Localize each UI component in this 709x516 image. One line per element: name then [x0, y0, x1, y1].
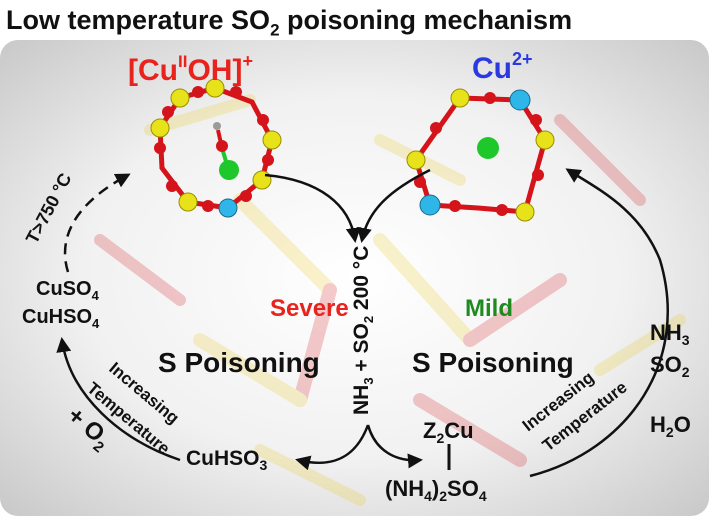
mechanism-diagram: [CuIIOH]+ Cu2+ Severe S Poisoning Mild S…	[0, 40, 709, 516]
s-poisoning-right-label: S Poisoning	[412, 347, 574, 378]
diagram-panel: [CuIIOH]+ Cu2+ Severe S Poisoning Mild S…	[0, 40, 709, 516]
s-poisoning-left-label: S Poisoning	[158, 347, 320, 378]
center-to-z2cu-arrow	[366, 424, 423, 469]
severe-label: Severe	[270, 295, 349, 322]
cuoh-to-center-arrow	[264, 173, 361, 243]
background	[0, 40, 709, 516]
al-atom	[218, 198, 238, 218]
cuhso3-to-cuso4-arrow	[56, 337, 181, 462]
cuso4-label: CuSO4	[36, 278, 100, 303]
cu2-label: Cu2+	[472, 49, 533, 85]
arrows	[56, 168, 669, 478]
cu2-to-center-arrow	[357, 168, 431, 243]
cu-atom	[477, 137, 499, 159]
cu2-ring	[406, 88, 555, 222]
oh-oxygen-atom	[216, 140, 228, 152]
cuhso4-label: CuHSO4	[22, 306, 100, 331]
z2cu-to-cu2-arrow	[529, 168, 669, 478]
center-to-cuhso3-arrow	[295, 424, 370, 471]
cu-atom	[219, 160, 239, 180]
z2cu-label: Z2Cu	[423, 418, 474, 446]
cuoh-label: [CuIIOH]+	[128, 51, 253, 87]
nh3-so2-200c-label: NH3 + SO2 200 °C	[350, 246, 376, 415]
cuhso3-label: CuHSO3	[186, 447, 268, 473]
h2o-label: H2O	[650, 412, 691, 440]
mild-label: Mild	[465, 295, 513, 322]
page-title: Low temperature SO2 poisoning mechanism	[6, 5, 573, 40]
h-atom	[213, 122, 221, 130]
nh4so4-label: (NH4)2SO4	[385, 476, 487, 504]
